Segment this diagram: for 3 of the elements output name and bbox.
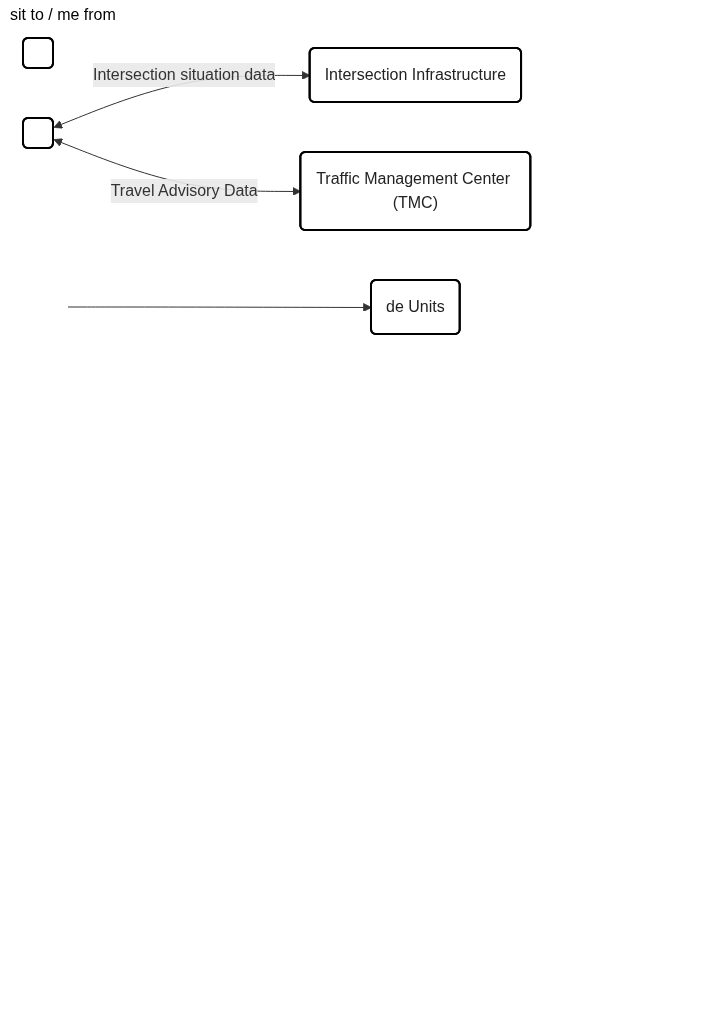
edge-label: Travel Advisory Data: [110, 182, 258, 199]
edge-label: Intersection situation data: [93, 66, 276, 83]
note-text: sit to / me from: [10, 6, 117, 24]
